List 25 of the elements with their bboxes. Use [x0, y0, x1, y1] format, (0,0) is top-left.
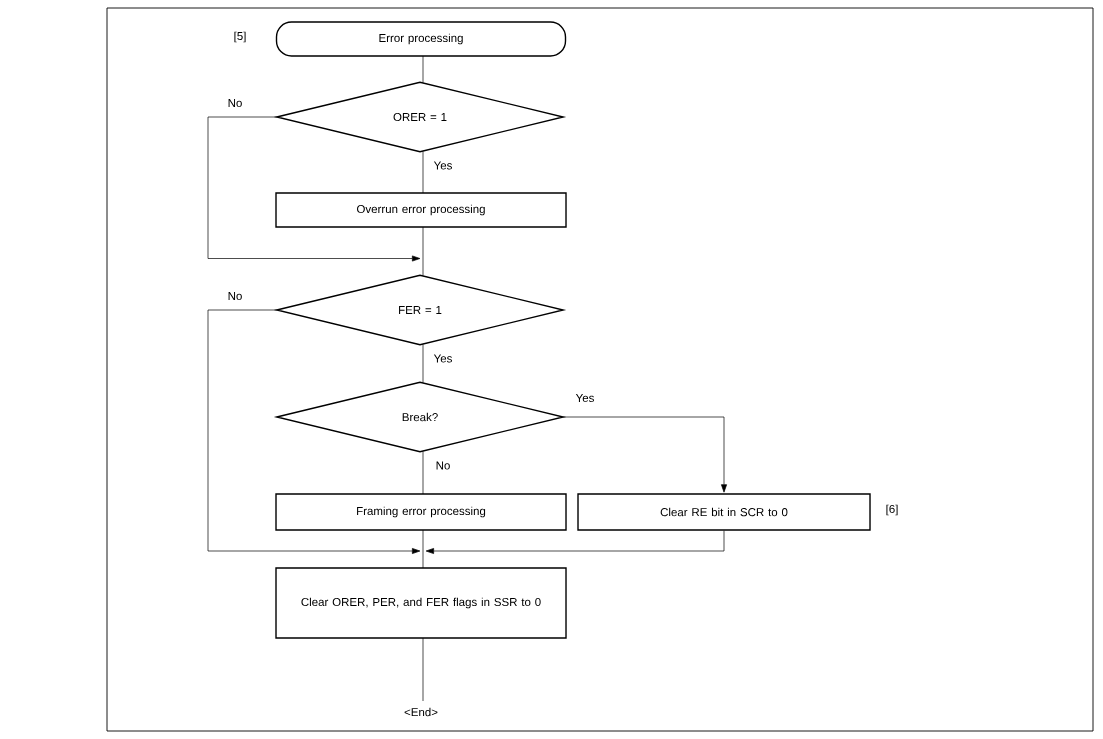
edge-label: No: [226, 291, 244, 301]
connector: [422, 451, 424, 495]
process-box: Clear ORER, PER, and FER flags in SSR to 0: [275, 567, 567, 639]
connector: [422, 344, 424, 383]
connector: [422, 529, 424, 569]
edge-label: Yes: [574, 393, 596, 403]
step-number: [6]: [886, 504, 898, 516]
end-label: <End>: [404, 707, 438, 717]
connector: [207, 309, 421, 554]
connector: [207, 116, 421, 262]
connector: [422, 226, 424, 276]
terminal-box: Error processing: [275, 21, 567, 57]
process-box: Overrun error processing: [275, 192, 567, 228]
connector: [422, 55, 424, 83]
connector: [422, 151, 424, 194]
connector: [425, 530, 725, 554]
step-number: [5]: [234, 31, 246, 43]
connector: [562, 416, 727, 493]
edge-label: No: [434, 460, 452, 471]
edge-label: Yes: [432, 353, 454, 364]
edge-label: No: [226, 98, 244, 108]
process-box: Clear RE bit in SCR to 0: [577, 493, 871, 531]
process-box: Framing error processing: [275, 493, 567, 531]
connector: [422, 637, 424, 702]
edge-label: Yes: [432, 160, 454, 171]
